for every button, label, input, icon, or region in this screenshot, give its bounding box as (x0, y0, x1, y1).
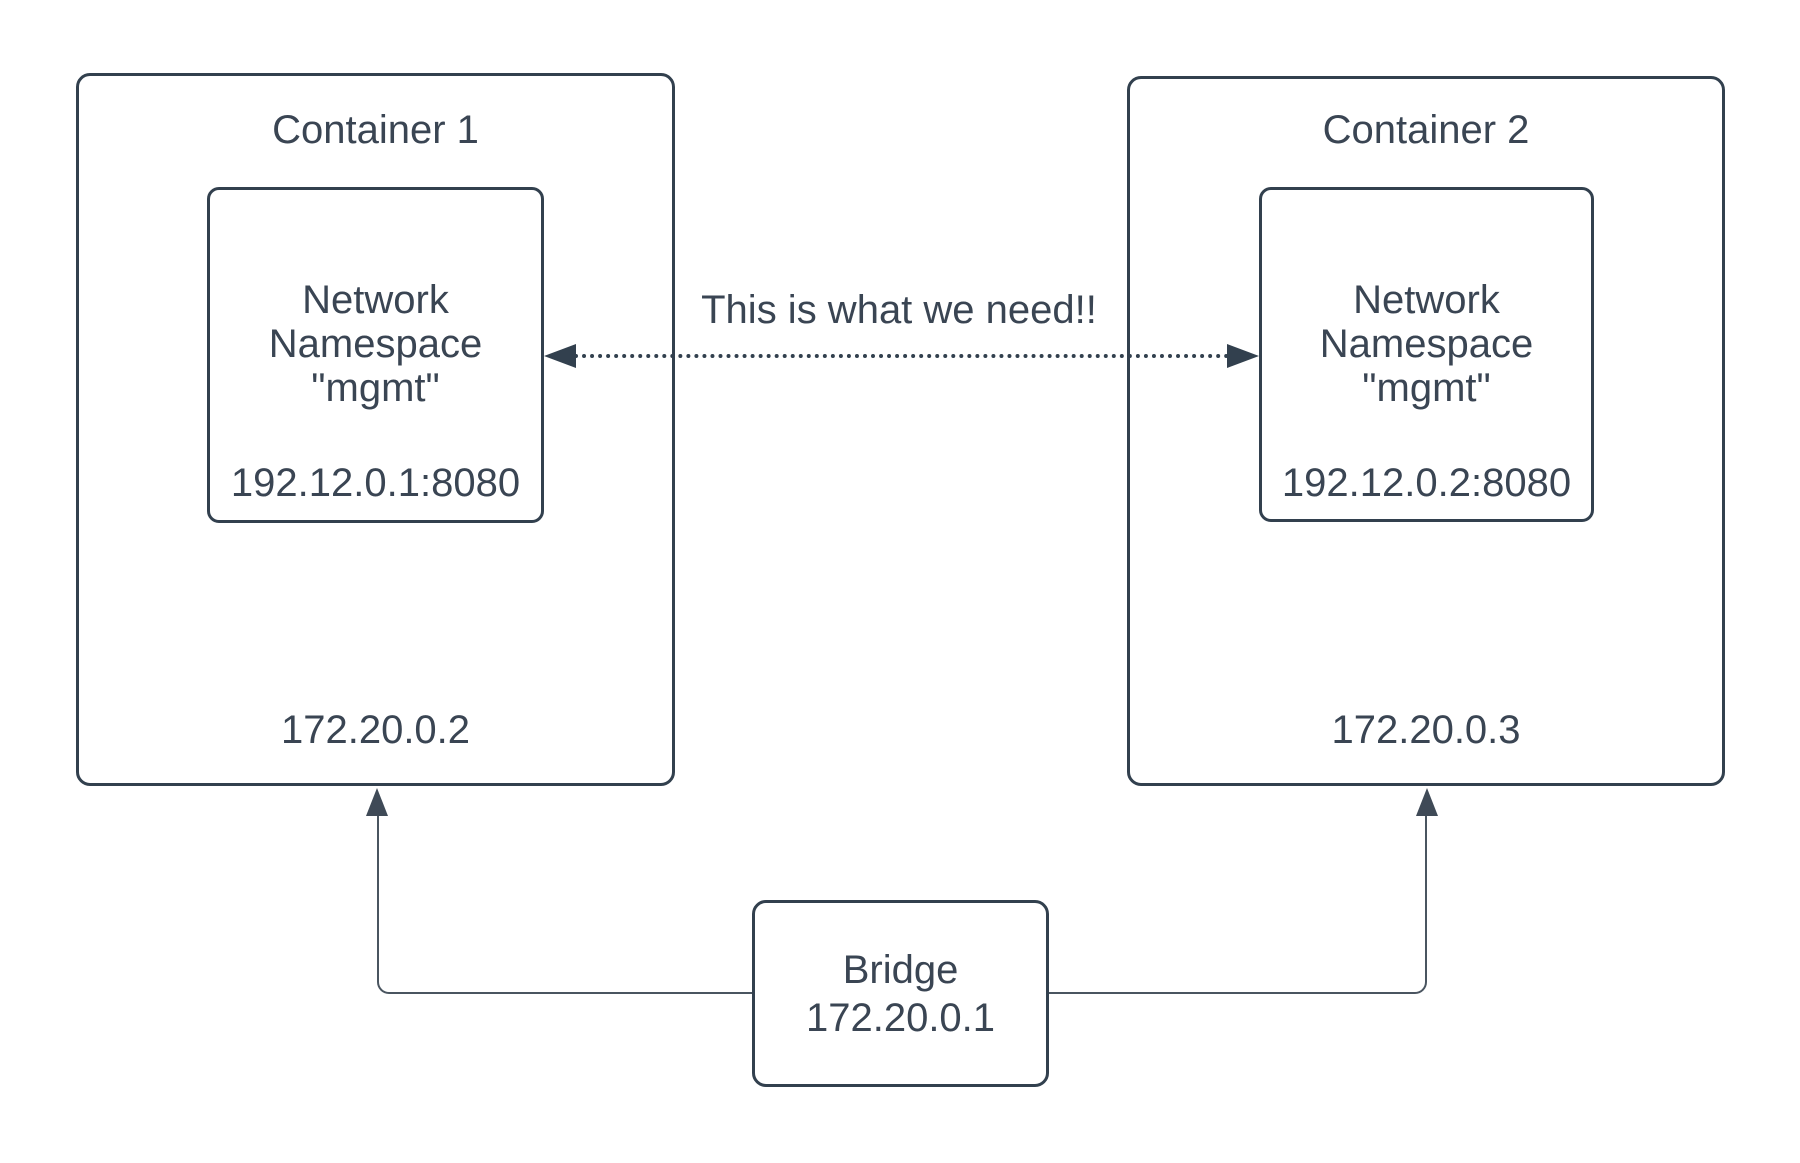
container-1-ip: 172.20.0.2 (280, 708, 471, 752)
namespace-endpoint-2: 192.12.0.2:8080 (1281, 461, 1572, 505)
container-2-ip: 172.20.0.3 (1331, 708, 1521, 752)
bridge-ip: 172.20.0.1 (805, 995, 996, 1040)
arrowhead-left-icon (544, 344, 576, 368)
namespace-link-dotted-line (574, 354, 1229, 358)
network-namespace-box-2: Network Namespace "mgmt" 192.12.0.2:8080 (1259, 187, 1594, 522)
container-2-box: Container 2 Network Namespace "mgmt" 192… (1127, 76, 1725, 786)
network-namespace-box-1: Network Namespace "mgmt" 192.12.0.1:8080 (207, 187, 544, 523)
namespace-endpoint-1: 192.12.0.1:8080 (230, 461, 521, 505)
link-annotation: This is what we need!! (701, 288, 1097, 332)
namespace-label-2: Network Namespace "mgmt" (1319, 278, 1534, 410)
bridge-box: Bridge 172.20.0.1 (752, 900, 1049, 1087)
namespace-label-1: Network Namespace "mgmt" (268, 278, 483, 410)
up-arrowhead-left-icon (366, 788, 388, 816)
container-1-title: Container 1 (272, 108, 479, 152)
arrowhead-right-icon (1227, 344, 1259, 368)
bridge-name: Bridge (842, 947, 959, 992)
bridge-to-container-2-connector (1049, 800, 1427, 994)
bridge-to-container-1-connector (377, 800, 752, 994)
container-1-box: Container 1 Network Namespace "mgmt" 192… (76, 73, 675, 786)
up-arrowhead-right-icon (1416, 788, 1438, 816)
container-2-title: Container 2 (1322, 108, 1530, 152)
